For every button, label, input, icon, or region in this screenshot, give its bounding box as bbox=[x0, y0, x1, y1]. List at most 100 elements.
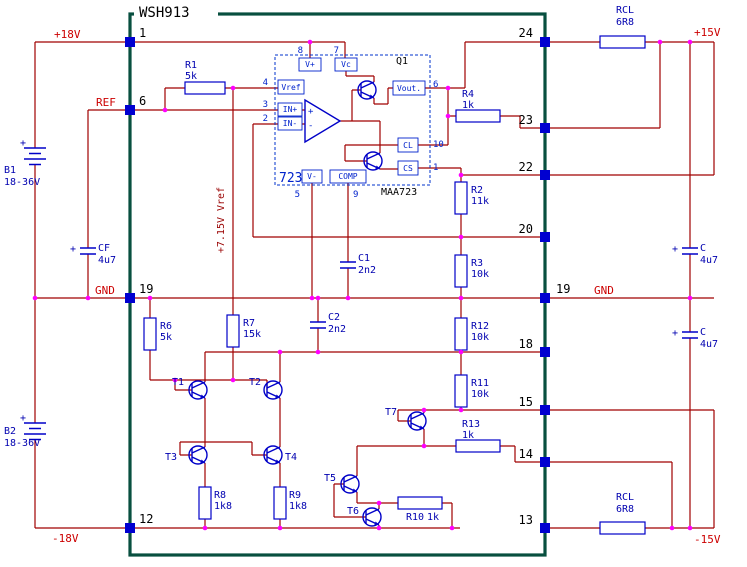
net-inminus-pin20 bbox=[252, 123, 545, 255]
ic-pinbox-in-plus bbox=[277, 102, 303, 117]
net-label-vref-rail: +7.15V Vref bbox=[216, 187, 227, 253]
module-pin-12 bbox=[125, 523, 135, 533]
label-t7: T7 bbox=[385, 407, 397, 418]
module-pins bbox=[125, 37, 550, 533]
junction-dot bbox=[687, 295, 693, 301]
junction-dot bbox=[657, 39, 663, 45]
transistor-q1-limit bbox=[363, 151, 383, 171]
wires bbox=[34, 41, 715, 529]
junction-dot bbox=[315, 349, 321, 355]
capacitor-cf bbox=[79, 247, 97, 255]
label-t4: T4 bbox=[285, 452, 297, 463]
ic-pinbox-v-plus bbox=[298, 57, 322, 72]
label-r12-value: 10k bbox=[471, 332, 489, 343]
label-r11-value: 10k bbox=[471, 389, 489, 400]
junction-dot bbox=[376, 500, 382, 506]
label-c1-name: C1 bbox=[358, 253, 370, 264]
ic-pin-name-in-minus: IN- bbox=[283, 119, 297, 128]
capacitor-c-top bbox=[681, 247, 699, 255]
label-t3: T3 bbox=[165, 452, 177, 463]
junction-dot bbox=[421, 443, 427, 449]
resistor-r4 bbox=[455, 109, 501, 123]
transistor-t6 bbox=[362, 507, 382, 527]
resistor-r3 bbox=[454, 254, 468, 288]
component-symbols bbox=[23, 35, 699, 535]
ic-pin-name-v-minus: V- bbox=[307, 172, 317, 181]
junction-dot bbox=[687, 39, 693, 45]
module-pin-14 bbox=[540, 457, 550, 467]
label-r8-name: R8 bbox=[214, 490, 226, 501]
text-layer: WSH913 +18V REF GND -18V +15V GND -15V +… bbox=[4, 5, 721, 546]
net-t5t6-base bbox=[333, 483, 366, 518]
label-b2-name: B2 bbox=[4, 426, 16, 437]
transistor-t7 bbox=[407, 411, 427, 431]
label-c2-value: 2n2 bbox=[328, 324, 346, 335]
pin-number-20: 20 bbox=[519, 222, 533, 236]
label-c2-name: C2 bbox=[328, 312, 340, 323]
label-r8-value: 1k8 bbox=[214, 501, 232, 512]
label-c-top-value: 4u7 bbox=[700, 255, 718, 266]
label-r11-name: R11 bbox=[471, 378, 489, 389]
junction-dot bbox=[421, 407, 427, 413]
label-b1-value: 18-36V bbox=[4, 177, 40, 188]
net-label-minus15v: -15V bbox=[694, 533, 721, 546]
transistor-t3 bbox=[188, 445, 208, 465]
ic-pin-name-comp: COMP bbox=[338, 172, 357, 181]
label-t1: T1 bbox=[172, 377, 184, 388]
junction-dot bbox=[315, 295, 321, 301]
net-raw-plus18 bbox=[34, 41, 346, 148]
ic-pinbox-vref bbox=[277, 79, 305, 95]
junction-dot bbox=[345, 295, 351, 301]
ic-pin-number-7: 7 bbox=[334, 46, 339, 56]
junction-dot bbox=[162, 107, 168, 113]
ic-pin-number-4: 4 bbox=[263, 78, 268, 88]
net-label-ref: REF bbox=[96, 96, 116, 109]
label-r3-value: 10k bbox=[471, 269, 489, 280]
label-rcl-top-name: RCL bbox=[616, 5, 634, 16]
junction-dot bbox=[277, 349, 283, 355]
net-gnd bbox=[34, 165, 714, 423]
module-pin-23 bbox=[540, 123, 550, 133]
pin-number-15: 15 bbox=[519, 395, 533, 409]
net-label-minus18v: -18V bbox=[52, 532, 79, 545]
junction-dot bbox=[172, 377, 178, 383]
transistor-t2 bbox=[263, 380, 283, 400]
pin-number-14: 14 bbox=[519, 447, 533, 461]
net-label-plus15v: +15V bbox=[694, 26, 721, 39]
junction-dot bbox=[445, 113, 451, 119]
label-r12-name: R12 bbox=[471, 321, 489, 332]
polarity-plus-b1: + bbox=[20, 138, 26, 149]
label-ic-part: MAA723 bbox=[381, 187, 417, 198]
junction-dot bbox=[202, 525, 208, 531]
ic-pin-name-vout: Vout. bbox=[397, 84, 421, 93]
net-vout-pin24-pin23 bbox=[340, 41, 545, 170]
pin-number-19-left: 19 bbox=[139, 282, 153, 296]
module-pin-18 bbox=[540, 347, 550, 357]
module-pin-19-right bbox=[540, 293, 550, 303]
transistor-q1-pass bbox=[357, 80, 377, 100]
net-minus15-external bbox=[545, 338, 715, 529]
net-raw-minus18 bbox=[34, 440, 460, 529]
resistor-r12 bbox=[454, 317, 468, 351]
net-vref-divider bbox=[149, 87, 278, 391]
module-pin-22 bbox=[540, 170, 550, 180]
ic-pinbox-cs bbox=[397, 160, 419, 176]
label-cf-value: 4u7 bbox=[98, 255, 116, 266]
resistor-rcl-top bbox=[599, 35, 646, 49]
label-r13-name: R13 bbox=[462, 419, 480, 430]
net-t3t4-base-tie bbox=[179, 441, 267, 456]
junction-dot bbox=[458, 349, 464, 355]
pin-number-18: 18 bbox=[519, 337, 533, 351]
capacitor-c1 bbox=[339, 261, 357, 269]
junction-dot bbox=[309, 295, 315, 301]
junction-dot bbox=[458, 295, 464, 301]
label-r6-name: R6 bbox=[160, 321, 172, 332]
junction-dot bbox=[85, 295, 91, 301]
pin-number-6: 6 bbox=[139, 94, 146, 108]
pin-number-23: 23 bbox=[519, 113, 533, 127]
transistor-t4 bbox=[263, 445, 283, 465]
module-pin-24 bbox=[540, 37, 550, 47]
module-pin-20 bbox=[540, 232, 550, 242]
resistor-r8 bbox=[198, 486, 212, 520]
pin-number-13: 13 bbox=[519, 513, 533, 527]
